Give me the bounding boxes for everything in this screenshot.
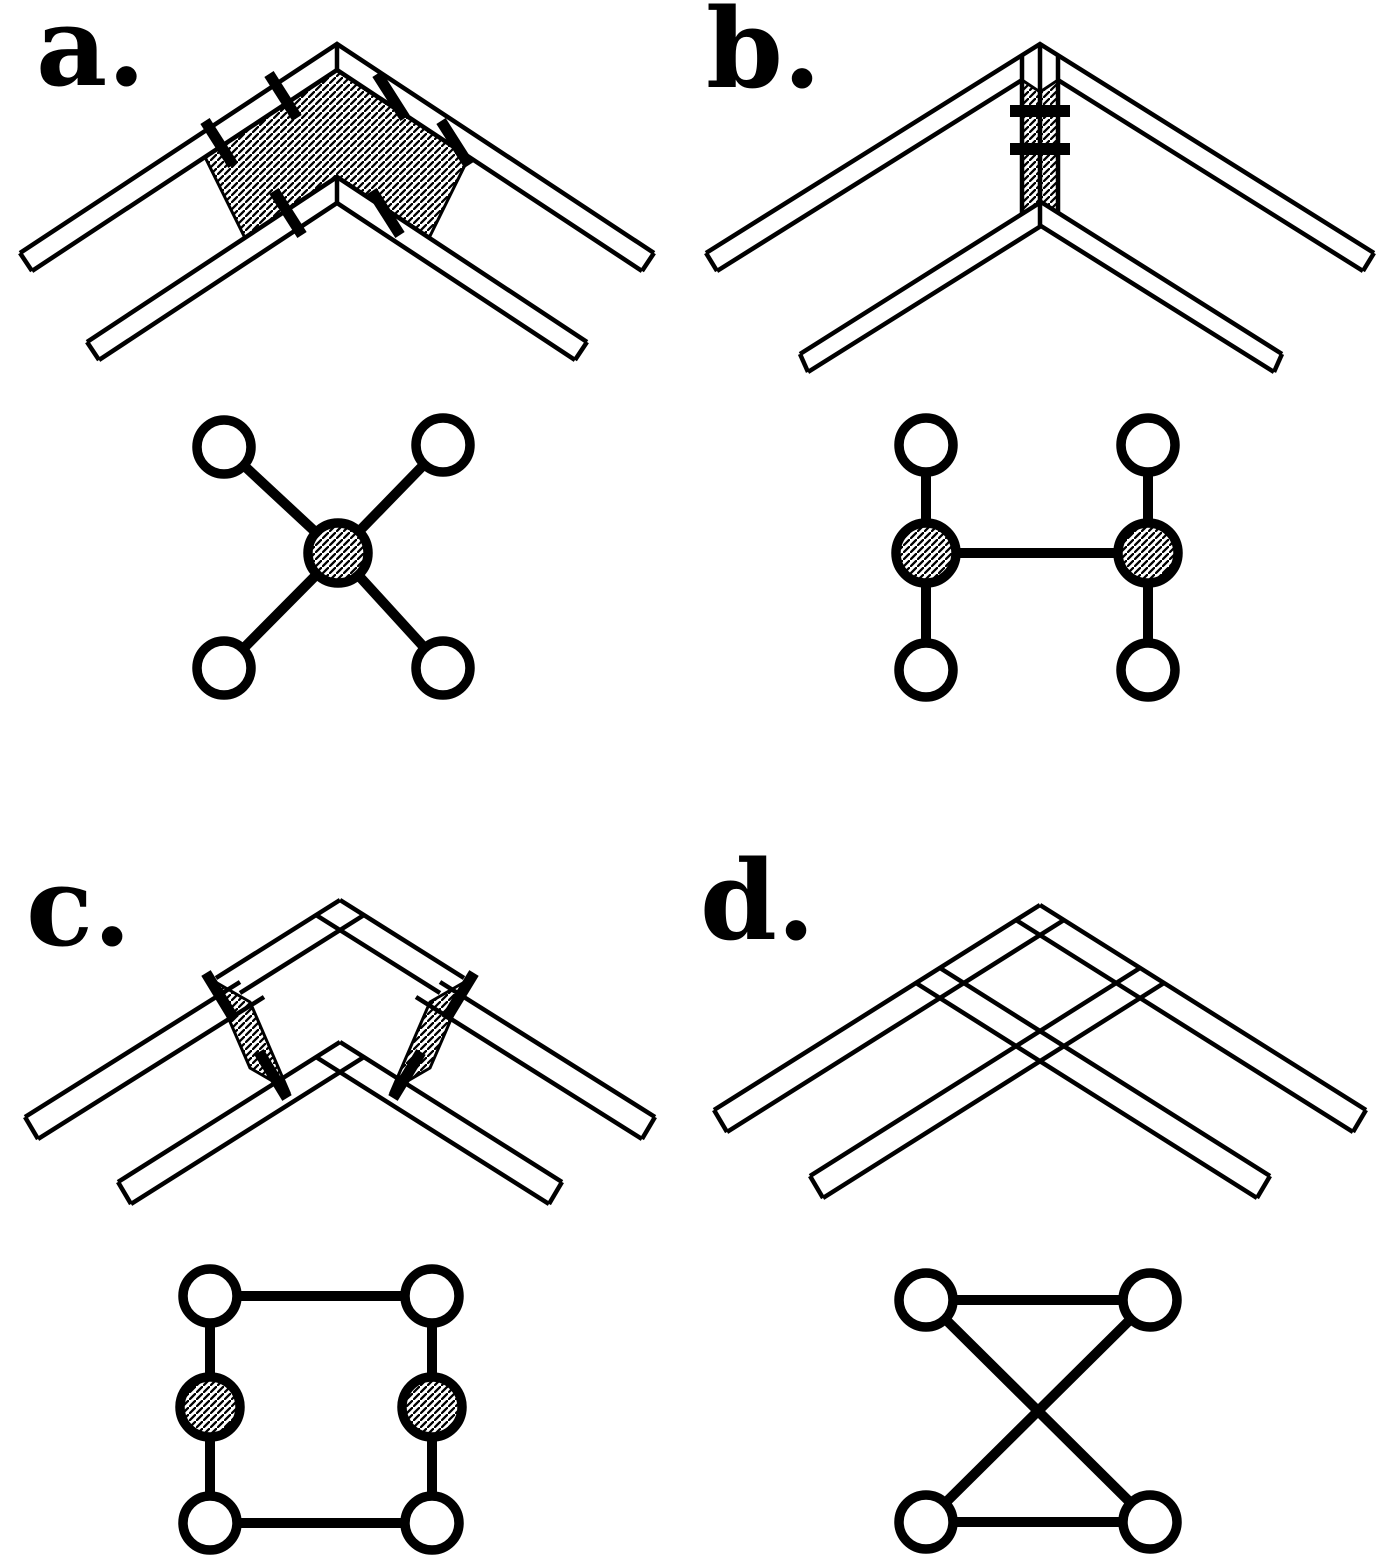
panel-c-label: c.: [26, 842, 132, 971]
back-band-left-inner: [129, 1055, 366, 1206]
graph-node-hatched: [397, 1372, 467, 1442]
apex-band-left-outer: [214, 898, 342, 980]
panel-c-graph: [175, 1264, 467, 1555]
back-band-left-cap: [116, 1180, 133, 1206]
stitch-bar-lower: [1010, 143, 1070, 155]
bottom-strip-inner-edge: [97, 200, 577, 362]
stitch-tick: [269, 188, 307, 238]
stitch-bar-upper: [1010, 105, 1070, 117]
band1-outer: [712, 903, 1042, 1112]
stitch-tick: [441, 970, 479, 1022]
panel-a: [18, 41, 656, 700]
top-strip-right-end-cap: [640, 251, 656, 273]
lower-right-end-cap: [1271, 353, 1285, 373]
left-lower-band-inner: [36, 995, 266, 1141]
graph-node-open: [1116, 638, 1180, 702]
stitch-tick: [264, 71, 302, 121]
bottom-strip-right-end-cap: [573, 340, 589, 362]
inner-right-edge: [1056, 78, 1365, 273]
band3-outer: [808, 966, 1142, 1178]
graph-node-open: [411, 413, 475, 477]
panel-a-graph: [192, 413, 475, 700]
panel-a-label: a.: [36, 0, 146, 111]
graph-node-open: [894, 1268, 958, 1332]
panel-b-label: b.: [706, 0, 822, 113]
corner-overlap-region-hatch: [203, 68, 471, 241]
graph-node-open: [411, 636, 475, 700]
band3-inner: [821, 981, 1166, 1200]
panel-c: [23, 898, 657, 1555]
back-band-left-outer: [116, 1040, 342, 1184]
panel-d: [712, 903, 1368, 1554]
band4-inner: [914, 981, 1259, 1200]
back-band-right-cap: [547, 1180, 564, 1206]
panel-b-graph: [891, 413, 1183, 702]
graph-node-hatched: [891, 518, 961, 588]
top-strip-left-end-cap: [18, 251, 34, 273]
graph-node-open: [1116, 413, 1180, 477]
apex-band-right-inner: [314, 913, 442, 995]
band2-cap: [1351, 1108, 1368, 1134]
left-end-cap: [704, 251, 719, 273]
right-lower-band-cap: [640, 1115, 657, 1141]
band3-cap: [808, 1174, 825, 1200]
band1-cap: [712, 1108, 729, 1134]
stitch-tick: [367, 188, 405, 238]
graph-node-open: [192, 415, 256, 479]
bottom-strip-left-end-cap: [85, 340, 101, 362]
graph-node-open: [894, 1490, 958, 1554]
graph-node-open: [178, 1491, 242, 1555]
stitch-tick: [372, 71, 410, 121]
band4-cap: [1255, 1174, 1272, 1200]
graph-node-open: [192, 636, 256, 700]
stitch-tick: [436, 118, 474, 168]
stitch-tick: [201, 970, 239, 1022]
left-lower-band-outer: [23, 980, 242, 1119]
right-lower-band-outer: [438, 980, 657, 1119]
graph-node-hatched: [1113, 518, 1183, 588]
inner-left-edge: [715, 78, 1024, 273]
band2-inner: [1014, 918, 1355, 1134]
graph-node-hatched: [175, 1372, 245, 1442]
stitch-tick: [200, 118, 238, 168]
lower-left-end-cap: [797, 353, 811, 373]
right-end-cap: [1361, 251, 1376, 273]
right-lower-band-inner: [414, 995, 644, 1141]
graph-node-open: [400, 1264, 464, 1328]
lower-strip-inner-edge: [806, 223, 1276, 374]
graph-node-hatched: [303, 518, 373, 588]
apex-band-right-outer: [338, 898, 466, 980]
graph-node-open: [1118, 1268, 1182, 1332]
back-band-right-outer: [338, 1040, 564, 1184]
band1-inner: [725, 918, 1066, 1134]
graph-node-open: [400, 1491, 464, 1555]
back-band-right-inner: [314, 1055, 551, 1206]
graph-node-open: [894, 638, 958, 702]
left-lower-band-cap: [23, 1115, 40, 1141]
panel-d-label: d.: [700, 836, 816, 965]
stitch-tick: [254, 1049, 292, 1101]
panel-b: [704, 41, 1376, 702]
panel-d-graph: [894, 1268, 1182, 1554]
band4-outer: [938, 966, 1272, 1178]
stitch-tick: [388, 1049, 426, 1101]
apex-band-left-inner: [238, 913, 366, 995]
band2-outer: [1038, 903, 1368, 1112]
graph-node-open: [894, 413, 958, 477]
graph-edge: [922, 1296, 1154, 1526]
graph-node-open: [178, 1264, 242, 1328]
graph-node-open: [1118, 1490, 1182, 1554]
